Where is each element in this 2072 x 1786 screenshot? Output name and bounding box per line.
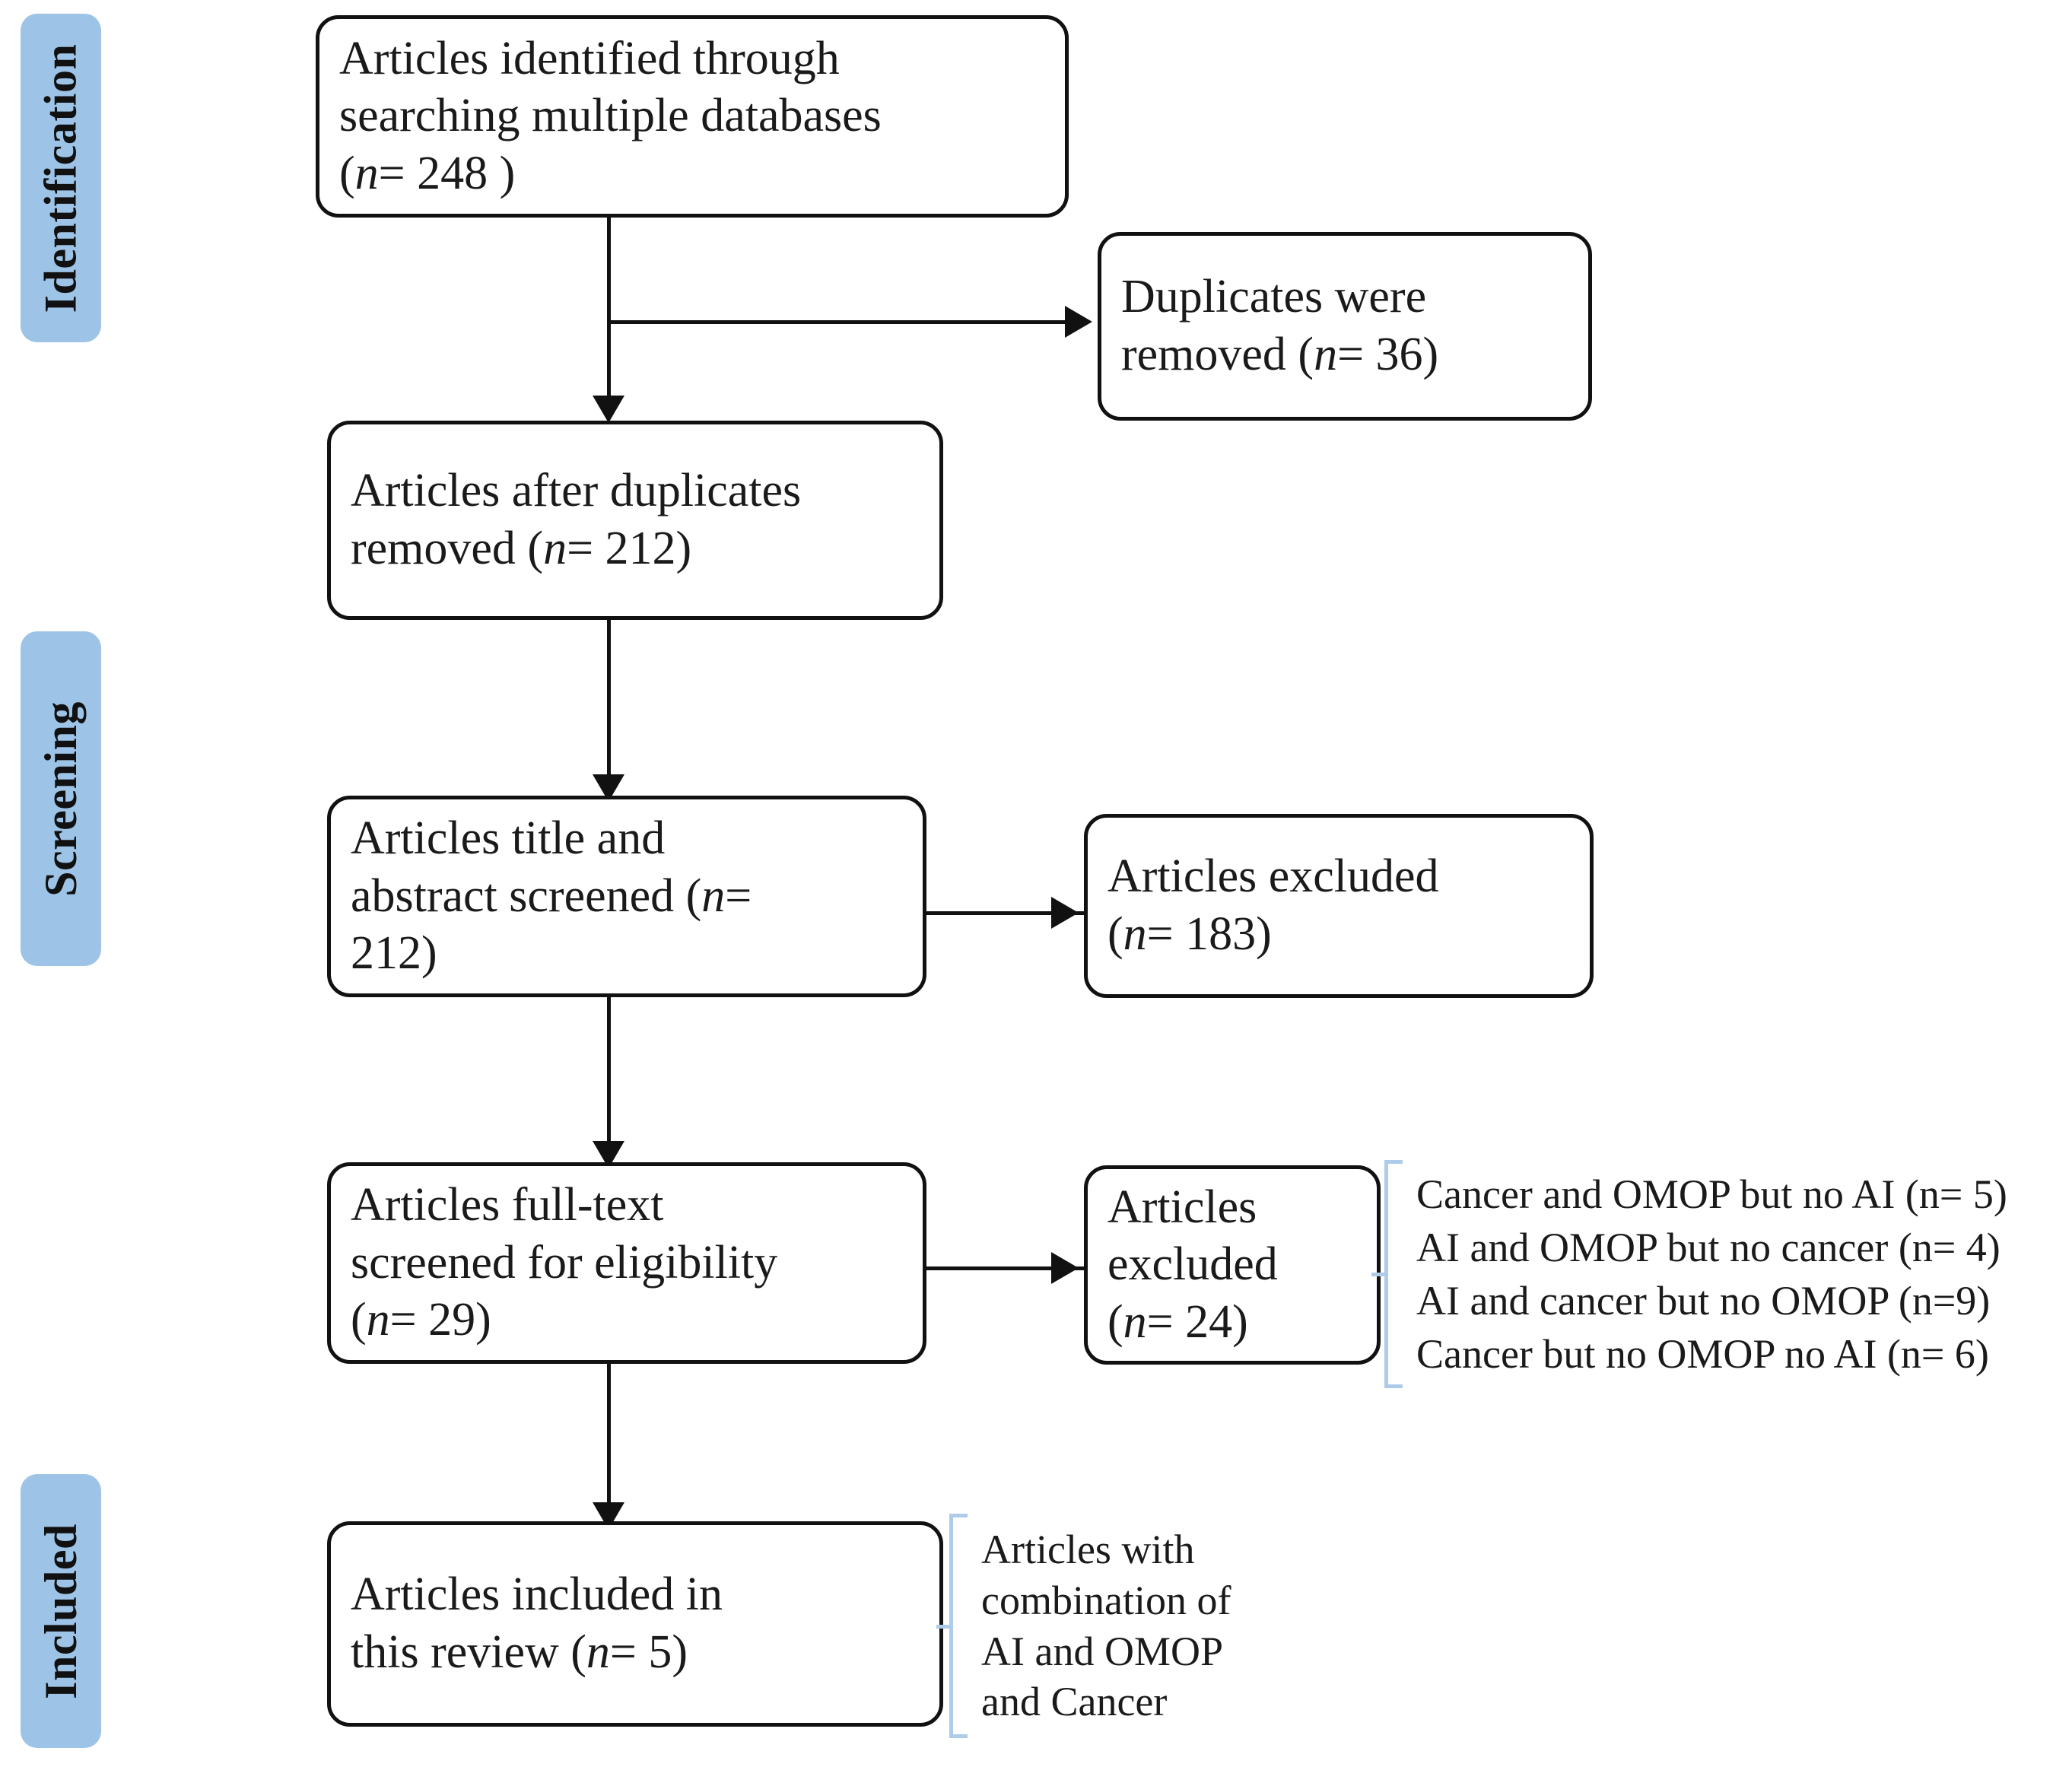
- exclusion-reason-item: Cancer and OMOP but no AI (n= 5): [1416, 1171, 2007, 1217]
- connector-identified-to-duplicates: [607, 320, 1071, 324]
- arrowhead-screened-to-excluded: [1051, 897, 1079, 929]
- box-duplicates-removed-line1: Duplicates were: [1121, 271, 1427, 323]
- inclusion-note-bracket-tick: [936, 1624, 953, 1629]
- exclusion-reasons-list: Cancer and OMOP but no AI (n= 5) AI and …: [1403, 1168, 2007, 1381]
- box-fulltext-screened-line3: (n= 29): [351, 1292, 777, 1349]
- box-excluded-fulltext-count: = 24): [1146, 1295, 1248, 1348]
- box-after-duplicates-removed-text: Articles after duplicates removed (n= 21…: [331, 462, 821, 577]
- box-title-abstract-screened-line1: Articles title and: [351, 812, 666, 865]
- box-articles-identified-line3: (n= 248 ): [339, 145, 882, 203]
- box-fulltext-screened-line1: Articles full-text: [351, 1179, 664, 1231]
- box-title-abstract-screened-line3: 212): [351, 927, 437, 980]
- box-duplicates-removed-line2: removed (n= 36): [1121, 326, 1438, 384]
- box-fulltext-screened: Articles full-text screened for eligibil…: [327, 1162, 926, 1364]
- box-after-duplicates-removed-line2: removed (n= 212): [351, 520, 801, 578]
- box-after-duplicates-removed-prefix: removed (: [351, 523, 544, 574]
- box-articles-identified-line2: searching multiple databases: [339, 90, 882, 142]
- box-after-duplicates-removed-line1: Articles after duplicates: [351, 465, 802, 517]
- box-fulltext-screened-line2: screened for eligibility: [351, 1236, 778, 1289]
- box-title-abstract-screened: Articles title and abstract screened (n=…: [327, 796, 926, 997]
- box-after-duplicates-removed-n-symbol: n: [543, 523, 567, 574]
- box-excluded-screening-line1: Articles excluded: [1108, 850, 1439, 903]
- box-excluded-screening-text: Articles excluded (n= 183): [1088, 848, 1459, 963]
- box-after-duplicates-removed: Articles after duplicates removed (n= 21…: [327, 421, 943, 620]
- connector-fulltext-to-excluded: [925, 1266, 1085, 1270]
- box-excluded-screening-line2: (n= 183): [1108, 906, 1439, 964]
- inclusion-note-group: Articles with combination of AI and OMOP…: [936, 1510, 1345, 1742]
- arrowhead-identified-to-duplicates: [1065, 306, 1092, 338]
- connector-identified-to-after-duplicates: [607, 217, 611, 415]
- inclusion-note-item: combination of: [981, 1577, 1231, 1623]
- box-fulltext-screened-text: Articles full-text screened for eligibil…: [331, 1177, 797, 1349]
- box-title-abstract-screened-line2: abstract screened (n=: [351, 868, 752, 926]
- box-included-final-line1: Articles included in: [351, 1568, 723, 1621]
- inclusion-note-item: AI and OMOP: [981, 1628, 1223, 1674]
- box-excluded-screening: Articles excluded (n= 183): [1084, 814, 1594, 998]
- exclusion-reasons-bracket-tick: [1371, 1273, 1388, 1276]
- box-excluded-screening-paren-open: (: [1108, 908, 1123, 960]
- box-articles-identified: Articles identified through searching mu…: [316, 15, 1069, 218]
- box-articles-identified-paren-open: (: [339, 147, 355, 199]
- connector-screened-to-excluded: [925, 911, 1085, 915]
- box-excluded-screening-n-symbol: n: [1123, 908, 1147, 960]
- box-fulltext-screened-count: = 29): [389, 1294, 491, 1346]
- stage-band-screening-label: Screening: [35, 701, 86, 897]
- arrowhead-fulltext-to-excluded: [1051, 1252, 1079, 1284]
- box-excluded-fulltext-n-symbol: n: [1123, 1295, 1147, 1348]
- box-excluded-fulltext: Articles excluded (n= 24): [1084, 1165, 1381, 1365]
- box-excluded-screening-count: = 183): [1146, 908, 1272, 960]
- box-fulltext-screened-paren-open: (: [351, 1294, 367, 1346]
- box-title-abstract-screened-eq: =: [725, 869, 752, 922]
- box-after-duplicates-removed-count: = 212): [567, 523, 692, 574]
- box-duplicates-removed-count: = 36): [1337, 329, 1439, 380]
- box-included-final-text: Articles included in this review (n= 5): [331, 1566, 742, 1681]
- box-articles-identified-line1: Articles identified through: [339, 32, 840, 84]
- connector-fulltext-to-included: [607, 1362, 611, 1525]
- box-fulltext-screened-n-symbol: n: [366, 1294, 390, 1346]
- inclusion-note-bracket: [936, 1514, 968, 1738]
- box-title-abstract-screened-n-symbol: n: [701, 869, 726, 922]
- exclusion-reason-item: AI and OMOP but no cancer (n= 4): [1416, 1224, 2000, 1270]
- box-included-final: Articles included in this review (n= 5): [327, 1521, 943, 1727]
- box-included-final-n-symbol: n: [586, 1626, 610, 1678]
- box-excluded-fulltext-line2: excluded: [1108, 1238, 1278, 1291]
- stage-band-included-label: Included: [35, 1523, 86, 1699]
- stage-band-identification-label: Identification: [35, 43, 86, 313]
- box-excluded-fulltext-text: Articles excluded (n= 24): [1088, 1179, 1298, 1352]
- inclusion-note-item: and Cancer: [981, 1679, 1168, 1725]
- box-duplicates-removed-text: Duplicates were removed (n= 36): [1101, 269, 1458, 383]
- connector-after-duplicates-to-screened: [607, 620, 611, 795]
- box-included-final-line2: this review (n= 5): [351, 1624, 723, 1682]
- box-excluded-fulltext-line1: Articles: [1108, 1181, 1257, 1233]
- box-articles-identified-text: Articles identified through searching mu…: [319, 30, 901, 203]
- connector-screened-to-fulltext: [607, 989, 611, 1164]
- box-duplicates-removed: Duplicates were removed (n= 36): [1098, 232, 1592, 421]
- box-duplicates-removed-prefix: removed (: [1121, 329, 1314, 380]
- exclusion-reasons-group: Cancer and OMOP but no AI (n= 5) AI and …: [1371, 1156, 2054, 1392]
- box-included-final-prefix: this review (: [351, 1626, 586, 1678]
- stage-band-screening: Screening: [21, 631, 101, 966]
- box-title-abstract-screened-prefix: abstract screened (: [351, 869, 702, 922]
- arrowhead-identified-to-after-duplicates: [593, 396, 624, 423]
- box-included-final-count: = 5): [609, 1626, 688, 1678]
- exclusion-reason-item: Cancer but no OMOP no AI (n= 6): [1416, 1331, 1989, 1378]
- stage-band-identification: Identification: [21, 14, 101, 342]
- exclusion-reasons-bracket: [1371, 1160, 1403, 1388]
- box-articles-identified-n-symbol: n: [354, 147, 379, 199]
- exclusion-reason-item: AI and cancer but no OMOP (n=9): [1416, 1278, 1991, 1324]
- stage-band-included: Included: [21, 1474, 101, 1748]
- box-excluded-fulltext-paren-open: (: [1108, 1295, 1123, 1348]
- box-duplicates-removed-n-symbol: n: [1314, 329, 1338, 380]
- box-title-abstract-screened-text: Articles title and abstract screened (n=…: [331, 810, 771, 983]
- box-excluded-fulltext-line3: (n= 24): [1108, 1294, 1278, 1352]
- box-articles-identified-count: = 248 ): [378, 147, 516, 199]
- inclusion-note-item: Articles with: [981, 1526, 1195, 1572]
- inclusion-note-list: Articles with combination of AI and OMOP…: [968, 1524, 1285, 1728]
